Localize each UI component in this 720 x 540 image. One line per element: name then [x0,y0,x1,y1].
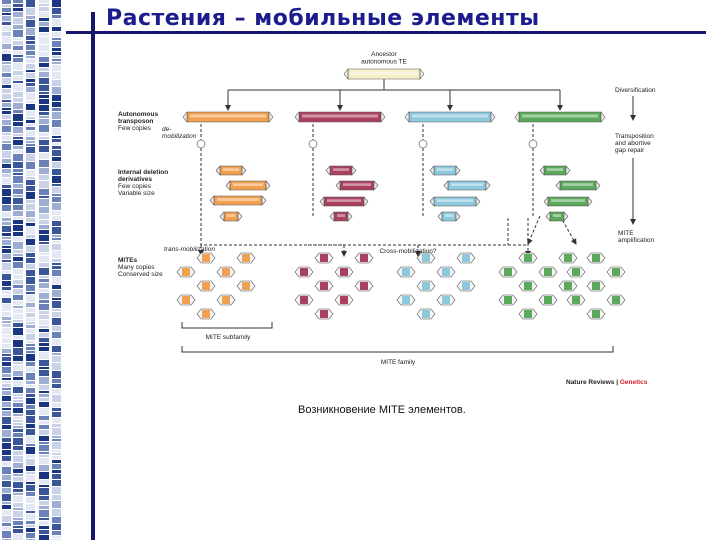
deletion-derivative [546,212,568,221]
deletion-derivative [336,181,378,190]
dna-barcode-strip [0,0,68,540]
mite-copy [197,281,215,291]
vertical-accent-line [91,12,95,540]
mite-copy [607,267,625,277]
mite-copy [295,267,313,277]
mite-copy [519,281,537,291]
mite-copy [217,267,235,277]
mite-copy [587,253,605,263]
mite-copy [499,295,517,305]
deletion-derivative [430,166,460,175]
mite-copy [607,295,625,305]
subfamily-bracket [182,322,272,328]
deletion-derivative [210,196,266,205]
nature-reviews-credit: Nature Reviews | Genetics [566,379,648,386]
deletion-derivative [540,166,570,175]
mite-copy [437,267,455,277]
mite-copy [539,295,557,305]
mite-copy [457,253,475,263]
deletion-derivative [330,212,352,221]
mite-copy [355,253,373,263]
mite-copy [335,295,353,305]
mite-copy [315,309,333,319]
diversification-label: Diversification [615,87,656,94]
mite-subfamily-label: MITE subfamily [206,334,252,341]
deletion-event-marker [529,140,537,148]
mite-copy [457,281,475,291]
mite-copy [177,267,195,277]
deletion-event-marker [419,140,427,148]
cross-mobilization-label: Cross-mobilization? [379,248,436,255]
ancestor-element [344,69,424,79]
autonomous-element [295,112,385,122]
mite-copy [539,267,557,277]
mite-copy [315,253,333,263]
mite-copy [567,295,585,305]
autonomous-element [405,112,495,122]
mite-copy [217,295,235,305]
slide-title: Растения – мобильные элементы [106,6,540,31]
figure-caption: Возникновение MITE элементов. [298,404,466,416]
mite-copy [397,267,415,277]
deletion-derivative [320,197,368,206]
mite-copy [559,281,577,291]
deletion-derivative [556,181,600,190]
mite-copy [417,281,435,291]
mite-copy [519,253,537,263]
mite-copy [295,295,313,305]
mite-copy [197,309,215,319]
deletion-derivative [216,166,246,175]
trans-mobilization-line [201,218,344,245]
mite-copy [237,253,255,263]
mite-copy [437,295,455,305]
trans-mobilization-label: trans-mobilization [164,246,215,253]
mite-copy [197,253,215,263]
mite-copy [567,267,585,277]
mite-copy [177,295,195,305]
deletion-derivative [444,181,490,190]
deletion-derivative [438,212,460,221]
deletion-event-marker [197,140,205,148]
mite-copy [355,281,373,291]
mite-copy [237,281,255,291]
mite-copy [587,309,605,319]
family-bracket [182,346,613,352]
deletion-derivative [430,197,480,206]
autonomous-element [183,112,273,122]
deletion-derivative [226,181,270,190]
de-mobilization-label: de-mobilization [162,126,197,140]
mite-copy [397,295,415,305]
mite-copy [417,309,435,319]
mite-copy [335,267,353,277]
autonomous-element [515,112,605,122]
mite-copy [559,253,577,263]
deletion-derivative [326,166,356,175]
mite-copy [315,281,333,291]
deletion-derivative [220,212,242,221]
title-underline [66,31,706,34]
deletion-derivative [544,197,592,206]
mite-family-label: MITE family [381,359,416,366]
mite-copy [519,309,537,319]
deletion-event-marker [309,140,317,148]
mite-copy [587,281,605,291]
green-mobilization-arrow [528,216,540,244]
mite-copy [499,267,517,277]
